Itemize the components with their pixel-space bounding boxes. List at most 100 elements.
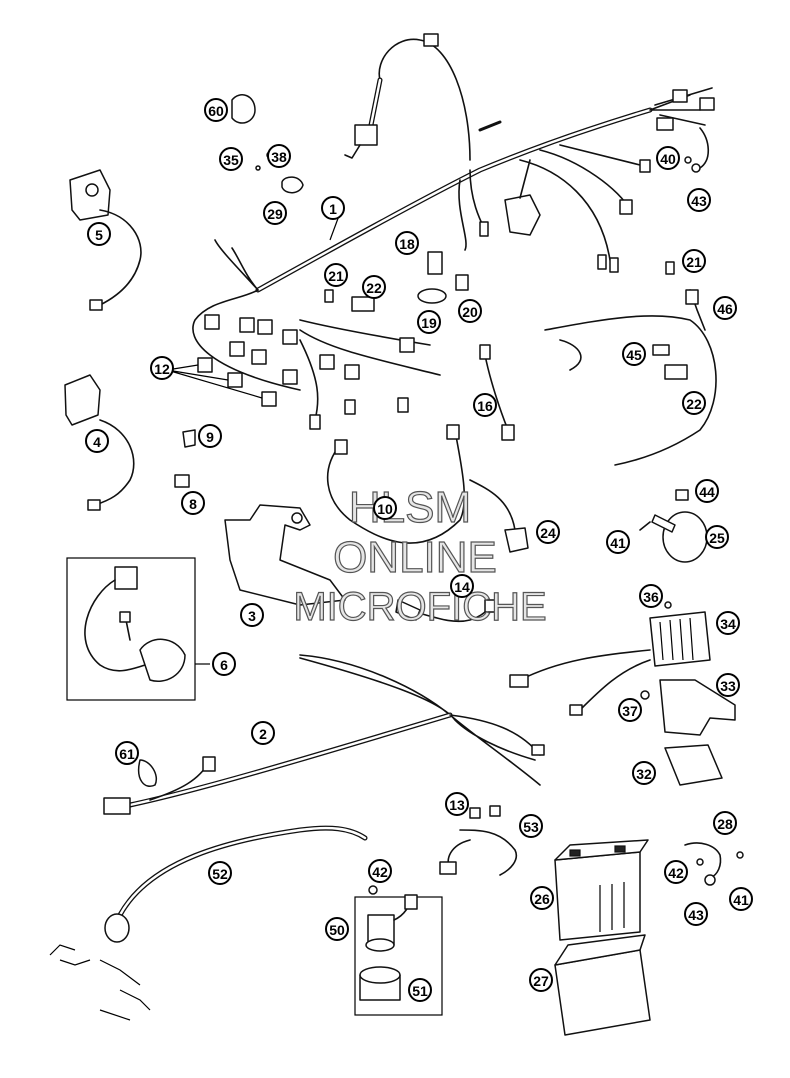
callout-circle (716, 673, 740, 697)
middle-components (224, 424, 529, 623)
callout-13: 13 (445, 792, 469, 816)
switch-4 (64, 374, 135, 511)
callout-number: 18 (399, 236, 415, 252)
callout-number: 22 (686, 396, 702, 412)
battery-cable-52 (104, 759, 368, 943)
callout-circle (267, 144, 291, 168)
callout-12: 12 (150, 356, 174, 380)
callout-number: 12 (154, 361, 170, 377)
callout-42b: 42 (664, 860, 688, 884)
callout-number: 13 (449, 797, 465, 813)
callout-4: 4 (85, 429, 109, 453)
callout-19: 19 (417, 310, 441, 334)
partial-faded-part (49, 944, 151, 1021)
switch-5 (69, 169, 142, 311)
callout-circle (324, 263, 348, 287)
callout-circle (458, 299, 482, 323)
callout-circle (181, 491, 205, 515)
callout-number: 21 (328, 268, 344, 284)
callout-10: 10 (373, 496, 397, 520)
relay-box (354, 885, 443, 1016)
callout-number: 16 (477, 398, 493, 414)
callout-36: 36 (639, 584, 663, 608)
watermark: HLSM ONLINE MICROFICHE (293, 482, 548, 629)
callout-1: 1 (321, 196, 345, 220)
callout-circle (713, 296, 737, 320)
callout-circle (212, 652, 236, 676)
callout-number: 60 (208, 103, 224, 119)
callout-16: 16 (473, 393, 497, 417)
callout-circle (473, 393, 497, 417)
callout-circle (150, 356, 174, 380)
callout-circle (198, 424, 222, 448)
callout-37: 37 (618, 698, 642, 722)
callout-51: 51 (408, 978, 432, 1002)
callout-3: 3 (240, 603, 264, 627)
callout-circle (450, 574, 474, 598)
callout-25: 25 (705, 525, 729, 549)
callout-22: 22 (362, 275, 386, 299)
callout-20: 20 (458, 299, 482, 323)
callout-number: 35 (223, 152, 239, 168)
callout-number: 10 (377, 501, 393, 517)
callout-number: 44 (699, 484, 715, 500)
callout-circle (408, 978, 432, 1002)
callout-number: 1 (329, 201, 337, 217)
watermark-line-2: ONLINE (333, 533, 497, 582)
switch-6-box (66, 557, 196, 701)
callout-number: 42 (668, 865, 684, 881)
callout-8: 8 (181, 491, 205, 515)
callout-circle (321, 196, 345, 220)
callout-44: 44 (695, 479, 719, 503)
callout-6: 6 (212, 652, 236, 676)
callout-circle (445, 792, 469, 816)
callout-60: 60 (204, 98, 228, 122)
callout-number: 8 (189, 496, 197, 512)
callout-number: 40 (660, 151, 676, 167)
watermark-line-3: MICROFICHE (293, 585, 546, 629)
callout-40: 40 (656, 146, 680, 170)
regulator-group (509, 601, 736, 786)
callout-circle (530, 886, 554, 910)
callout-number: 34 (720, 616, 736, 632)
callout-circle (682, 249, 706, 273)
callout-circle (656, 146, 680, 170)
callout-number: 19 (421, 315, 437, 331)
callout-circle (684, 902, 708, 926)
callout-number: 25 (709, 530, 725, 546)
callout-21: 21 (324, 263, 348, 287)
callout-5: 5 (87, 222, 111, 246)
callout-circle (687, 188, 711, 212)
callout-43b: 43 (684, 902, 708, 926)
callout-number: 27 (533, 973, 549, 989)
callout-21b: 21 (682, 249, 706, 273)
callout-circle (729, 887, 753, 911)
callout-circle (529, 968, 553, 992)
callout-number: 38 (271, 149, 287, 165)
callout-28: 28 (713, 811, 737, 835)
callout-circle (368, 859, 392, 883)
callout-45: 45 (622, 342, 646, 366)
callout-14: 14 (450, 574, 474, 598)
callout-33: 33 (716, 673, 740, 697)
callout-number: 51 (412, 983, 428, 999)
callout-32: 32 (632, 761, 656, 785)
callout-42: 42 (368, 859, 392, 883)
callout-9: 9 (198, 424, 222, 448)
callout-number: 5 (95, 227, 103, 243)
callout-circle (85, 429, 109, 453)
callout-number: 43 (691, 193, 707, 209)
callout-circle (713, 811, 737, 835)
callout-number: 46 (717, 301, 733, 317)
callout-circle (251, 721, 275, 745)
callout-circle (208, 861, 232, 885)
callout-number: 45 (626, 347, 642, 363)
callout-circle (664, 860, 688, 884)
callout-24: 24 (536, 520, 560, 544)
callout-circle (204, 98, 228, 122)
main-wiring-harness (192, 33, 715, 430)
callout-number: 26 (534, 891, 550, 907)
callout-number: 43 (688, 907, 704, 923)
